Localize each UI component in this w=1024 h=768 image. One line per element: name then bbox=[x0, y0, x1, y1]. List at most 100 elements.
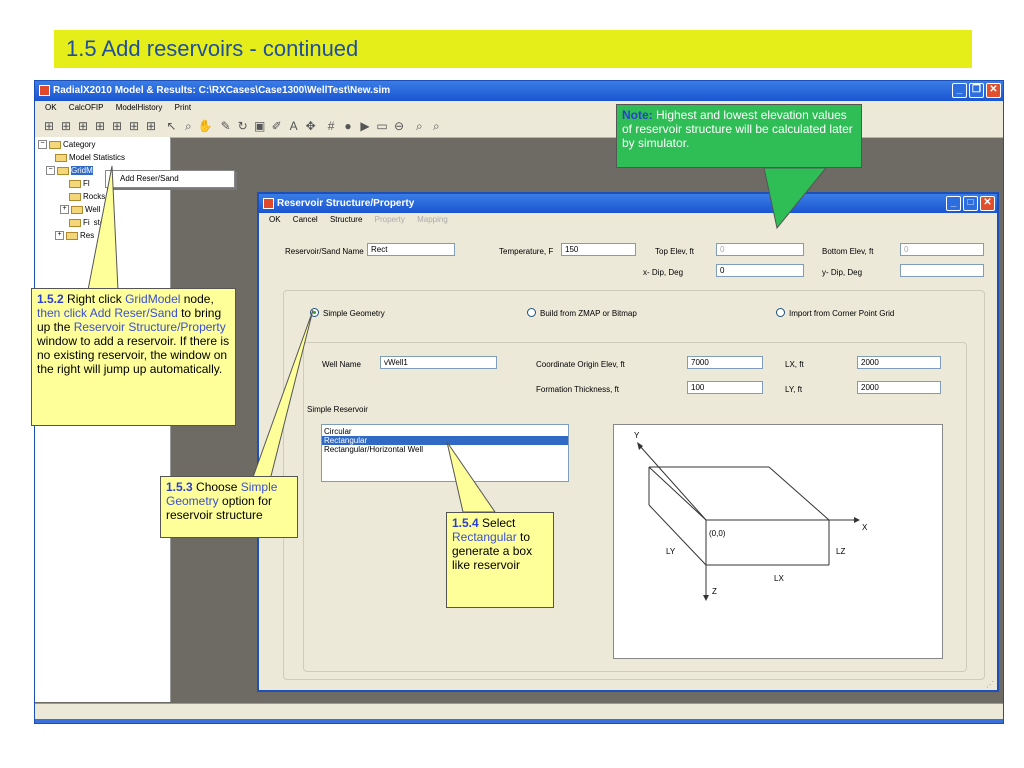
tree-node-category[interactable]: − Category bbox=[38, 140, 96, 150]
dialog-menu-structure[interactable]: Structure bbox=[329, 215, 363, 224]
expand-icon[interactable]: + bbox=[60, 205, 69, 215]
grid-icon[interactable]: ⊞ bbox=[43, 119, 55, 133]
context-menu: Add Reser/Sand bbox=[105, 170, 235, 188]
resize-grip-icon[interactable]: ⋰ bbox=[986, 680, 994, 689]
close-button[interactable]: ✕ bbox=[986, 83, 1001, 98]
dialog-minimize-button[interactable]: _ bbox=[946, 196, 961, 211]
tree-label: Well bbox=[85, 205, 101, 214]
tree-label: Res bbox=[80, 231, 95, 240]
origin-elev-input[interactable]: 7000 bbox=[687, 356, 763, 369]
bottom-border bbox=[35, 719, 1003, 723]
hash-icon[interactable]: # bbox=[327, 119, 335, 133]
grid-icon[interactable]: ⊞ bbox=[94, 119, 106, 133]
box-diagram-svg bbox=[637, 442, 860, 601]
tree-label: Category bbox=[63, 140, 96, 149]
rotate-icon[interactable]: ↻ bbox=[237, 119, 248, 133]
play-icon[interactable]: ▶ bbox=[360, 119, 370, 133]
dialog-menu-property: Property bbox=[374, 215, 405, 224]
menu-calcofip[interactable]: CalcOFIP bbox=[68, 103, 104, 112]
zmap-radio[interactable] bbox=[527, 308, 536, 317]
dialog-menu-ok[interactable]: OK bbox=[269, 215, 281, 224]
callout-highlight: Simple Geometry bbox=[166, 480, 278, 508]
rect-icon[interactable]: ▭ bbox=[376, 119, 388, 133]
callout-number: 1.5.2 bbox=[37, 292, 64, 306]
shape-listbox[interactable]: Circular Rectangular Rectangular/Horizon… bbox=[321, 424, 569, 482]
folder-icon bbox=[71, 205, 83, 214]
expand-icon[interactable]: + bbox=[55, 231, 64, 241]
tree-label: Model Statistics bbox=[69, 153, 126, 162]
tree-label: GridM bbox=[71, 166, 93, 175]
collapse-icon[interactable]: − bbox=[38, 140, 47, 150]
grid-icon[interactable]: ⊞ bbox=[128, 119, 140, 133]
tree-node-reservoirs[interactable]: + Res bbox=[55, 231, 95, 241]
menu-print[interactable]: Print bbox=[174, 103, 192, 112]
minimize-button[interactable]: _ bbox=[952, 83, 967, 98]
pen-icon[interactable]: ✎ bbox=[220, 119, 231, 133]
close-icon: ✕ bbox=[989, 84, 998, 95]
tree-label-fragment: story bbox=[93, 218, 112, 227]
hand-icon[interactable]: ✋ bbox=[197, 119, 213, 133]
list-item-rect-horizontal-well[interactable]: Rectangular/Horizontal Well bbox=[324, 445, 424, 454]
tree-node-fluids[interactable]: Fl bbox=[69, 179, 90, 188]
tree-node-gridmodel[interactable]: − GridM bbox=[46, 166, 93, 176]
grid-icon[interactable]: ⊞ bbox=[77, 119, 89, 133]
collapse-icon[interactable]: − bbox=[46, 166, 55, 176]
x-dip-input[interactable]: 0 bbox=[716, 264, 804, 277]
list-item-circular[interactable]: Circular bbox=[324, 427, 352, 436]
reservoir-name-input[interactable]: Rect bbox=[367, 243, 455, 256]
thickness-input[interactable]: 100 bbox=[687, 381, 763, 394]
main-window-title: RadialX2010 Model & Results: C:\RXCases\… bbox=[53, 85, 391, 96]
grid-icon[interactable]: ⊞ bbox=[111, 119, 123, 133]
minimize-icon: _ bbox=[956, 84, 963, 95]
callout-text: to bring up the bbox=[37, 306, 222, 334]
edit-icon[interactable]: ✐ bbox=[271, 119, 282, 133]
ly-input[interactable]: 2000 bbox=[857, 381, 941, 394]
reservoir-name-label: Reservoir/Sand Name bbox=[285, 247, 364, 256]
diagram-label-ly: LY bbox=[666, 547, 676, 556]
reservoir-diagram: Y X Z (0,0) LY LZ LX bbox=[613, 424, 943, 659]
y-dip-input[interactable] bbox=[900, 264, 984, 277]
dot-icon[interactable]: ● bbox=[344, 119, 352, 133]
tree-label: Fl bbox=[83, 179, 90, 188]
simple-geometry-radio[interactable] bbox=[310, 308, 319, 317]
tree-node-wells[interactable]: + Well bbox=[60, 205, 101, 215]
zoom-icon[interactable]: ⌕ bbox=[184, 119, 192, 133]
folder-icon bbox=[57, 166, 69, 175]
box-icon[interactable]: ▣ bbox=[254, 119, 266, 133]
corner-point-radio[interactable] bbox=[776, 308, 785, 317]
dialog-menu-mapping: Mapping bbox=[417, 215, 448, 224]
x-dip-label: x- Dip, Deg bbox=[643, 268, 684, 277]
circle-icon[interactable]: ⊖ bbox=[394, 119, 405, 133]
zoom-in-icon[interactable]: ⌕ bbox=[416, 119, 423, 133]
main-titlebar[interactable]: RadialX2010 Model & Results: C:\RXCases\… bbox=[35, 81, 1003, 101]
tree-label: Rocks bbox=[83, 192, 106, 201]
text-icon[interactable]: A bbox=[289, 119, 298, 133]
context-menu-add-reser-sand[interactable]: Add Reser/Sand bbox=[120, 174, 179, 183]
tree-node-model-statistics[interactable]: Model Statistics bbox=[55, 153, 125, 162]
zoom-out-icon[interactable]: ⌕ bbox=[433, 119, 440, 133]
temperature-input[interactable]: 150 bbox=[561, 243, 636, 256]
folder-icon bbox=[69, 218, 81, 227]
tree-node-rocks[interactable]: Rocks bbox=[69, 192, 105, 201]
grid-icon[interactable]: ⊞ bbox=[60, 119, 72, 133]
callout-1-5-2: 1.5.2 Right click GridModel node, then c… bbox=[31, 288, 236, 426]
callout-highlight: GridModel bbox=[125, 292, 181, 306]
dialog-titlebar[interactable]: Reservoir Structure/Property _ □ ✕ bbox=[259, 194, 997, 213]
menu-ok[interactable]: OK bbox=[45, 103, 57, 112]
list-item-rectangular[interactable]: Rectangular bbox=[322, 436, 568, 445]
top-elev-label: Top Elev, ft bbox=[655, 247, 694, 256]
dialog-menu-cancel[interactable]: Cancel bbox=[292, 215, 318, 224]
top-elev-input: 0 bbox=[716, 243, 804, 256]
well-name-input[interactable]: vWell1 bbox=[380, 356, 497, 369]
dialog-maximize-button[interactable]: □ bbox=[963, 196, 978, 211]
dialog-close-button[interactable]: ✕ bbox=[980, 196, 995, 211]
restore-button[interactable]: ❐ bbox=[969, 83, 984, 98]
lx-input[interactable]: 2000 bbox=[857, 356, 941, 369]
grid-icon[interactable]: ⊞ bbox=[145, 119, 157, 133]
pointer-icon[interactable]: ↖ bbox=[166, 119, 177, 133]
move-icon[interactable]: ✥ bbox=[305, 119, 316, 133]
menu-modelhistory[interactable]: ModelHistory bbox=[115, 103, 163, 112]
callout-1-5-4: 1.5.4 Select Rectangular to generate a b… bbox=[446, 512, 554, 608]
app-icon bbox=[39, 84, 50, 96]
